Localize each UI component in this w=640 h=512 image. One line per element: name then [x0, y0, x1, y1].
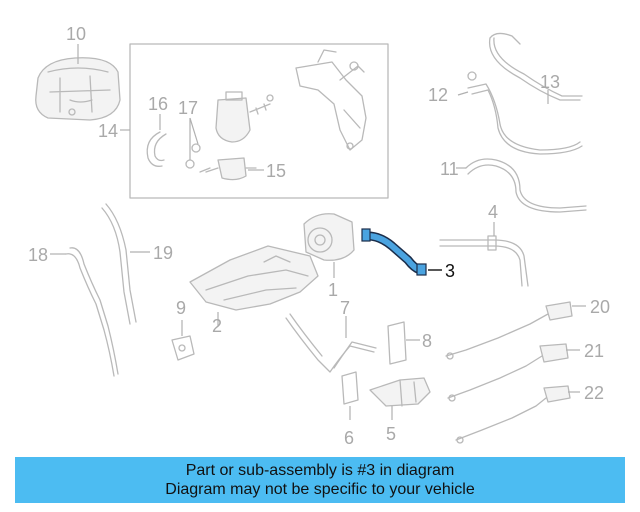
- callout-4: 4: [488, 202, 498, 222]
- part-7-hose: [285, 313, 377, 373]
- part-10-canister: [35, 57, 121, 121]
- callout-10: 10: [66, 24, 86, 44]
- part-21-oxygen-sensor: [447, 343, 569, 402]
- part-9-bracket: [171, 335, 195, 361]
- part-bracket-assembly: [295, 49, 367, 151]
- part-22-oxygen-sensor: [455, 385, 571, 444]
- part-6-bracket: [341, 371, 359, 405]
- part-18-hose: [65, 247, 119, 377]
- callout-5: 5: [386, 424, 396, 444]
- callout-17: 17: [178, 98, 198, 118]
- callout-3: 3: [445, 261, 455, 281]
- banner-line-2: Diagram may not be specific to your vehi…: [165, 481, 475, 498]
- part-8-bracket: [387, 321, 407, 365]
- part-20-oxygen-sensor: [445, 301, 573, 360]
- parts-diagram: 10 14 16 17 15 13: [28, 24, 610, 448]
- part-16-hose: [146, 131, 167, 167]
- callout-9: 9: [176, 298, 186, 318]
- callout-21: 21: [584, 341, 604, 361]
- part-valve-assembly: [215, 91, 274, 143]
- callout-16: 16: [148, 94, 168, 114]
- part-11-hose: [465, 158, 587, 213]
- callout-13: 13: [540, 72, 560, 92]
- part-2-intake: [189, 245, 319, 311]
- callout-6: 6: [344, 428, 354, 448]
- info-banner: Part or sub-assembly is #3 in diagram Di…: [15, 457, 625, 503]
- callout-18: 18: [28, 245, 48, 265]
- callout-11: 11: [440, 159, 459, 179]
- callout-19: 19: [153, 243, 173, 263]
- callout-7: 7: [340, 298, 350, 318]
- callout-1: 1: [328, 280, 338, 300]
- part-15-solenoid: [205, 157, 257, 181]
- part-13-hose: [488, 32, 583, 101]
- subassembly-14-box: [129, 43, 389, 199]
- banner-line-1: Part or sub-assembly is #3 in diagram: [185, 462, 455, 479]
- part-5-valve: [369, 377, 431, 407]
- callout-8: 8: [422, 331, 432, 351]
- callout-12: 12: [428, 85, 448, 105]
- callout-2: 2: [212, 316, 222, 336]
- part-4-hose: [439, 235, 529, 287]
- part-19-hose: [101, 203, 137, 325]
- callout-20: 20: [590, 297, 610, 317]
- part-12-hose: [467, 71, 583, 155]
- callout-22: 22: [584, 383, 604, 403]
- part-3-hose-highlighted: [361, 228, 427, 276]
- callout-15: 15: [266, 161, 286, 181]
- callout-14: 14: [98, 121, 118, 141]
- part-1-pump: [303, 213, 355, 261]
